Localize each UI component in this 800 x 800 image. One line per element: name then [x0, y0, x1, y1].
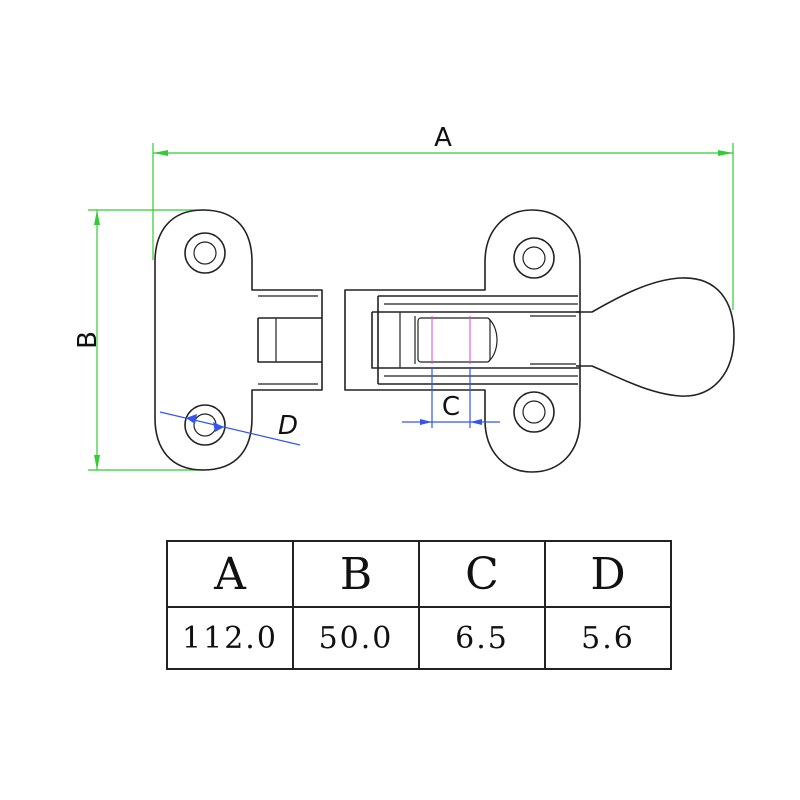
- dimension-spec-table: A B C D 112.0 50.0 6.5 5.6: [166, 540, 672, 670]
- header-a: A: [166, 540, 294, 608]
- latch-handle: [576, 277, 735, 397]
- latch-technical-drawing: A B D: [73, 123, 735, 473]
- dimension-a: A: [152, 123, 734, 310]
- spec-table-value-row: 112.0 50.0 6.5 5.6: [166, 606, 672, 670]
- dimension-b-label: B: [73, 331, 103, 349]
- value-d: 5.6: [544, 606, 672, 670]
- dimension-d-label: D: [278, 411, 298, 441]
- upper-left-mounting-hole: [184, 232, 226, 274]
- value-c: 6.5: [418, 606, 546, 670]
- header-b: B: [292, 540, 420, 608]
- dimension-c: C: [402, 368, 500, 428]
- right-latch-body: [344, 209, 581, 473]
- dimension-a-label: A: [434, 123, 452, 153]
- left-mounting-plate: [154, 209, 323, 471]
- dimension-b: B: [73, 209, 205, 471]
- lower-right-mounting-hole: [513, 391, 555, 433]
- value-b: 50.0: [292, 606, 420, 670]
- dimension-d: D: [159, 411, 301, 446]
- header-c: C: [418, 540, 546, 608]
- sliding-bolt: [417, 315, 576, 365]
- dimension-c-label: C: [442, 392, 460, 422]
- lower-left-mounting-hole: [184, 404, 226, 446]
- upper-right-mounting-hole: [513, 237, 555, 279]
- hook-stub: [257, 317, 322, 363]
- latch-housing: [371, 295, 580, 385]
- spec-table-header-row: A B C D: [166, 540, 672, 608]
- header-d: D: [544, 540, 672, 608]
- value-a: 112.0: [166, 606, 294, 670]
